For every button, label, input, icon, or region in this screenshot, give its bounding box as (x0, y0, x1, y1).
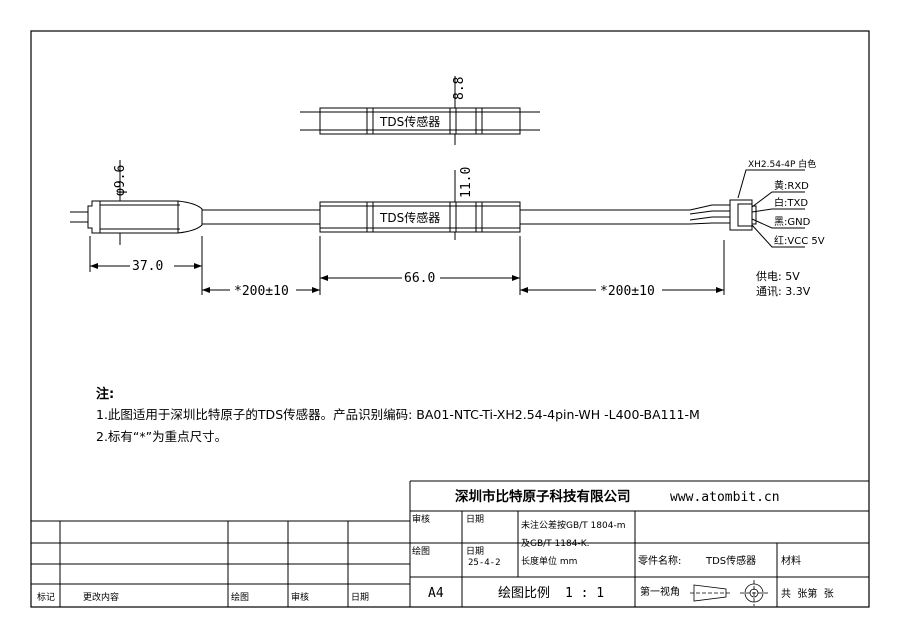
paper-size: A4 (428, 586, 444, 601)
rev-header-drawn: 绘图 (231, 591, 249, 603)
top-view (300, 76, 540, 145)
dim-cable-right: *200±10 (600, 284, 655, 299)
drawn-date-label: 日期 (466, 546, 484, 557)
rev-header-date: 日期 (351, 592, 369, 603)
dim-cable-left: *200±10 (234, 284, 289, 299)
projection-label: 第一视角 (640, 585, 680, 598)
scale-value: 1 : 1 (565, 586, 604, 601)
first-angle-projection-icon (690, 580, 768, 606)
connector-model: XH2.54-4P 白色 (748, 158, 816, 170)
top-view-label: TDS传感器 (379, 114, 440, 129)
part-name: TDS传感器 (705, 554, 756, 567)
comm-voltage: 通讯: 3.3V (756, 285, 811, 298)
drawing-border (30, 30, 870, 608)
units: 长度单位 mm (521, 555, 577, 567)
probe-diameter: φ9.6 (113, 165, 128, 196)
date-label: 日期 (466, 514, 484, 525)
rev-header-content: 更改内容 (83, 591, 119, 603)
title-block-lines (31, 480, 869, 607)
pin-3: 黑:GND (774, 216, 811, 228)
sheet-count: 共 张第 张 (781, 587, 834, 600)
scale-label: 绘图比例 (498, 586, 550, 601)
note-line-2: 2.标有“*”为重点尺寸。 (96, 429, 227, 444)
notes-title: 注: (96, 386, 114, 402)
pin-2: 白:TXD (774, 196, 808, 209)
note-line-1: 1.此图适用于深圳比特原子的TDS传感器。产品识别编码: BA01-NTC-Ti… (96, 407, 700, 422)
side-view-label: TDS传感器 (379, 210, 440, 225)
drawn-label: 绘图 (412, 545, 430, 557)
side-view-height: 11.0 (459, 167, 474, 198)
material-label: 材料 (781, 554, 801, 567)
pin-1: 黄:RXD (774, 179, 809, 192)
tolerance-line-2: 及GB/T 1184-K. (521, 538, 589, 549)
power-supply: 供电: 5V (756, 269, 800, 283)
pin-4: 红:VCC 5V (774, 234, 825, 247)
dim-module-length: 66.0 (404, 271, 435, 286)
top-view-dim: 8.8 (452, 77, 467, 100)
company-website: www.atombit.cn (670, 490, 780, 505)
tolerance-line-1: 未注公差按GB/T 1804-m (521, 519, 625, 531)
dim-probe-length: 37.0 (132, 259, 163, 274)
drawn-date: 25-4-2 (468, 558, 501, 568)
review-label: 审核 (412, 513, 430, 525)
company-name: 深圳市比特原子科技有限公司 (455, 488, 631, 505)
part-name-label: 零件名称: (638, 554, 681, 567)
rev-header-mark: 标记 (37, 591, 55, 603)
rev-header-review: 审核 (291, 591, 309, 603)
